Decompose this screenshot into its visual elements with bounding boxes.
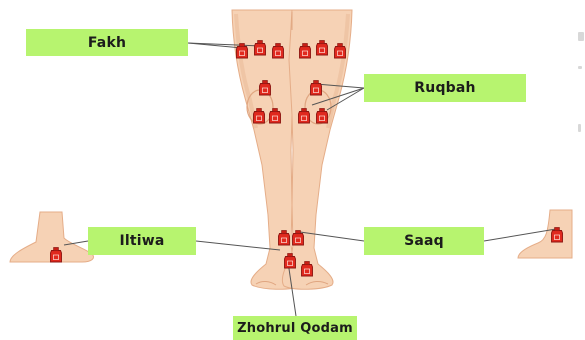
label-fakh: Fakh (26, 29, 188, 56)
label-saaq: Saaq (364, 227, 484, 255)
edge-mark (578, 32, 584, 41)
legs-illustration (232, 10, 352, 289)
edge-mark (578, 66, 582, 69)
label-zhohrul-qodam: Zhohrul Qodam (233, 316, 357, 340)
label-ruqbah: Ruqbah (364, 74, 526, 102)
iltiwa-leader (196, 241, 280, 250)
label-iltiwa: Iltiwa (88, 227, 196, 255)
edge-mark (578, 124, 581, 132)
